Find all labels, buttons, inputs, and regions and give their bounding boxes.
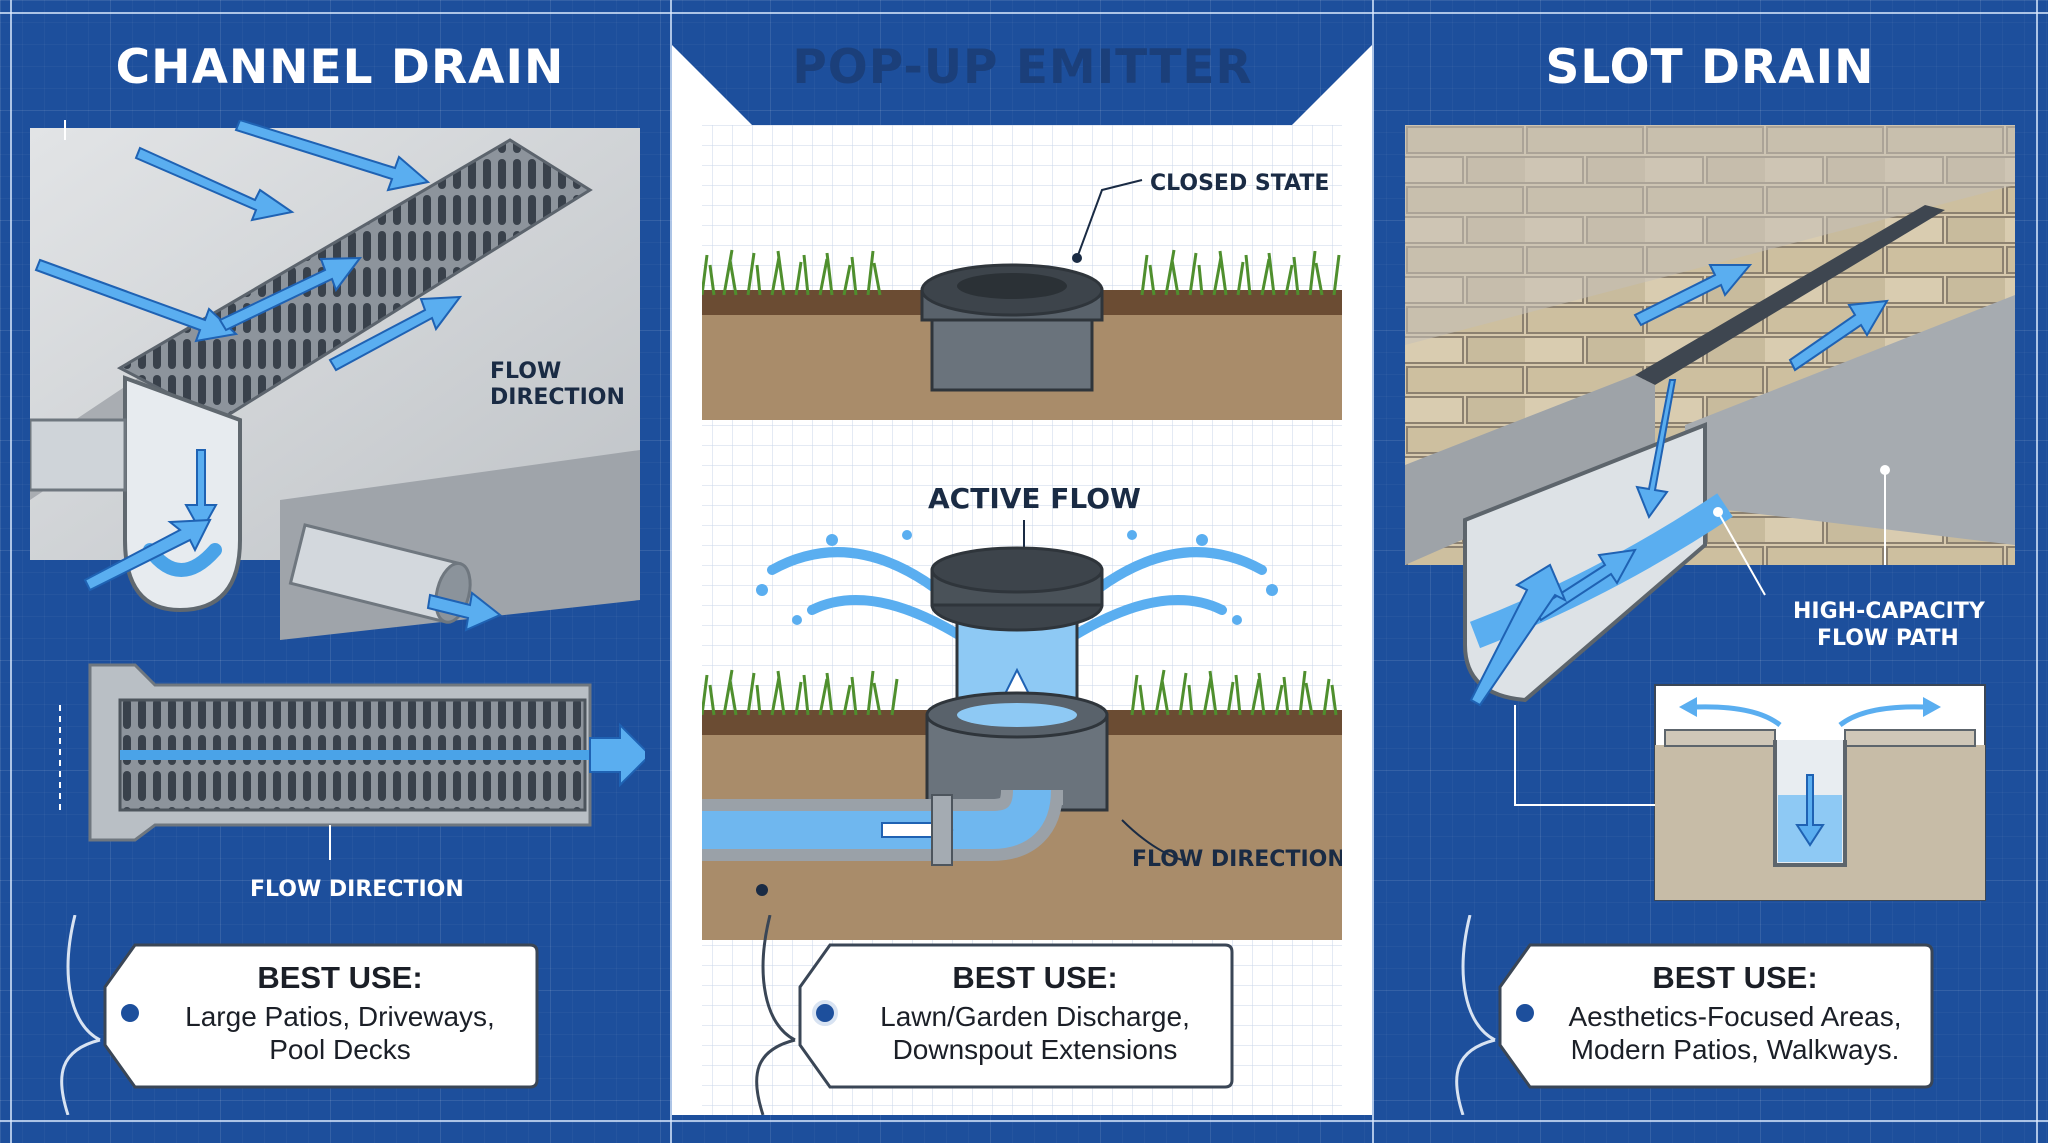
flow-direction-label-bottom: FLOW DIRECTION [250, 877, 464, 902]
best-use-tag-popup-emitter: BEST USE: Lawn/Garden Discharge, Downspo… [735, 915, 1235, 1115]
flow-direction-label-top-2: DIRECTION [490, 385, 625, 410]
panel-title-channel-drain: CHANNEL DRAIN [115, 40, 565, 95]
grass [702, 249, 1341, 296]
frame-divider-right [1372, 0, 1374, 1143]
high-capacity-label-1: HIGH-CAPACITY [1793, 599, 1986, 624]
best-use-tag-channel-drain: BEST USE: Large Patios, Driveways, Pool … [40, 915, 540, 1115]
popup-emitter-illustration: CLOSED STATE ACTIVE FLOW [702, 171, 1342, 940]
flow-direction-label-emitter: FLOW DIRECTION [1132, 847, 1342, 872]
active-flow-section: FLOW DIRECTION [702, 530, 1342, 940]
best-use-line-2: Pool Decks [269, 1034, 411, 1065]
closed-state-section: CLOSED STATE [702, 171, 1342, 420]
best-use-line-1: Lawn/Garden Discharge, [880, 1001, 1190, 1032]
flow-arrow-icon [34, 120, 502, 632]
best-use-line-1: Large Patios, Driveways, [185, 1001, 495, 1032]
frame-divider-left [670, 0, 672, 1143]
emitter-icon [920, 263, 1104, 392]
frame-right [2036, 0, 2038, 1143]
slot-section-inset [1654, 684, 1986, 901]
flow-direction-label-top-1: FLOW [490, 359, 561, 384]
best-use-heading: BEST USE: [952, 960, 1118, 995]
grate-plan-view [59, 663, 645, 842]
high-capacity-label-2: FLOW PATH [1817, 626, 1959, 651]
channel-drain-illustration: FLOW DIRECTION FLOW DIRECTION [30, 120, 645, 902]
frame-top [0, 12, 2048, 14]
best-use-heading: BEST USE: [1652, 960, 1818, 995]
tag-icon [60, 915, 539, 1115]
tag-icon [1455, 915, 1934, 1115]
best-use-line-1: Aesthetics-Focused Areas, [1568, 1001, 1902, 1032]
panel-title-slot-drain: SLOT DRAIN [1545, 40, 1875, 95]
frame-bottom [0, 1120, 2048, 1122]
pipe-icon [30, 418, 127, 492]
tag-icon [755, 915, 1234, 1115]
active-flow-label: ACTIVE FLOW [928, 482, 1141, 515]
slot-drain-illustration: HIGH-CAPACITY FLOW PATH [1405, 125, 2015, 901]
closed-state-label: CLOSED STATE [1150, 171, 1329, 196]
frame-left [10, 0, 12, 1143]
best-use-line-2: Downspout Extensions [892, 1034, 1178, 1065]
best-use-heading: BEST USE: [257, 960, 423, 995]
slot-opening [1635, 205, 1945, 385]
best-use-line-2: Modern Patios, Walkways. [1570, 1034, 1900, 1065]
best-use-tag-slot-drain: BEST USE: Aesthetics-Focused Areas, Mode… [1435, 915, 1935, 1115]
panel-title-popup-emitter: POP-UP EMITTER [792, 40, 1253, 95]
